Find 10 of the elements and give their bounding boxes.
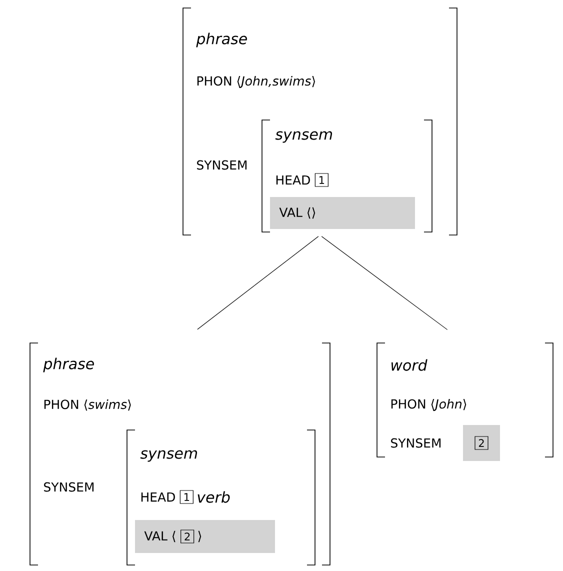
angle-bracket: ⟩ — [198, 530, 202, 542]
type-label: verb — [198, 491, 230, 503]
boxed-tag: 2 — [180, 530, 194, 544]
shaded-box: VAL ⟨⟩ — [270, 197, 415, 229]
tree-branch — [197, 236, 319, 330]
tree-branch — [321, 236, 448, 330]
boxed-tag: 1 — [314, 173, 328, 187]
shaded-box — [463, 425, 500, 461]
boxed-tag: 2 — [474, 436, 488, 450]
boxed-tag: 1 — [180, 490, 194, 504]
